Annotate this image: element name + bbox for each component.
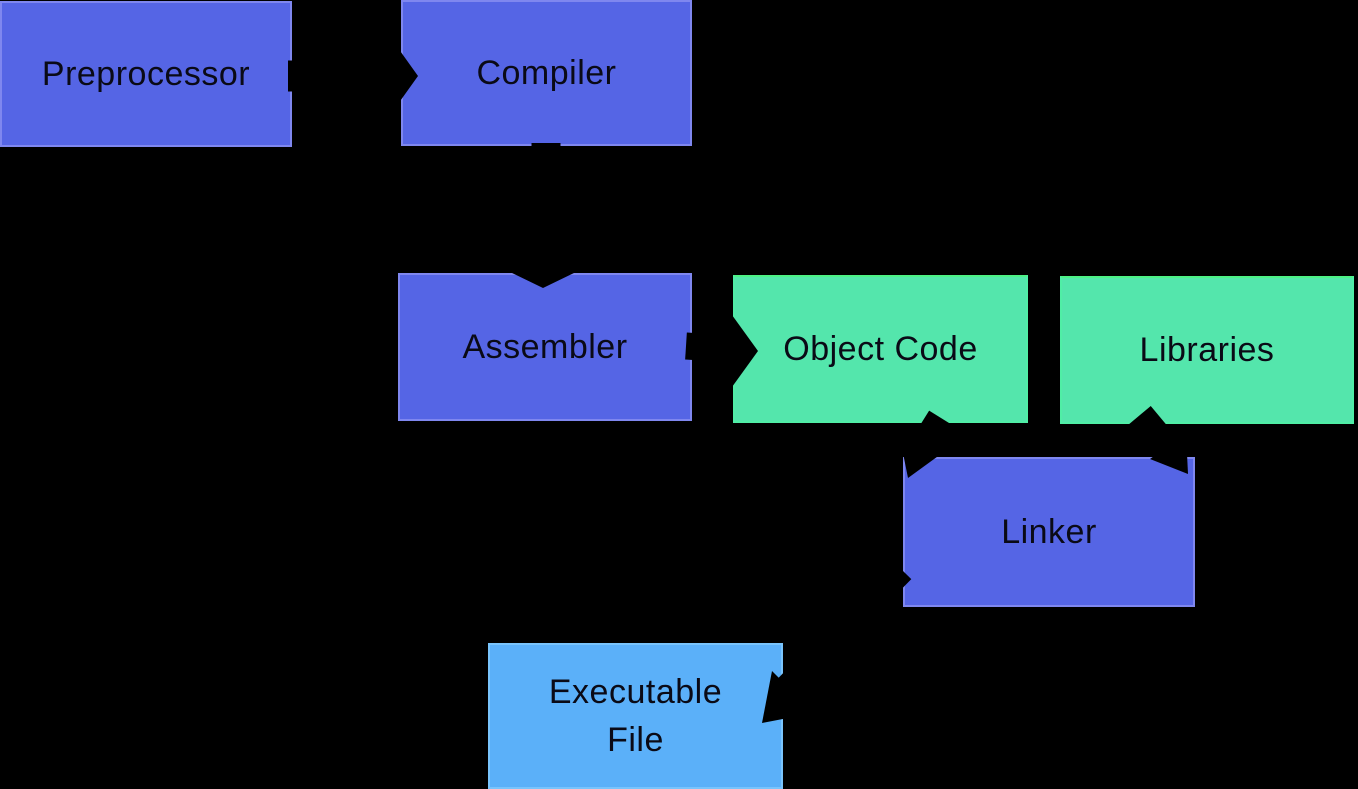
node-compiler: Compiler	[401, 0, 692, 146]
node-executable-file-label: Executable File	[548, 673, 723, 759]
node-object-code-label: Object Code	[783, 330, 978, 368]
node-object-code: Object Code	[733, 275, 1028, 423]
node-preprocessor-label: Preprocessor	[41, 55, 251, 93]
arrow-linker-to-executable-file	[762, 560, 912, 723]
node-assembler: Assembler	[398, 273, 692, 421]
arrow-compiler-to-assembler	[510, 143, 576, 288]
node-libraries: Libraries	[1060, 276, 1354, 424]
node-executable-file: Executable File	[488, 643, 783, 789]
node-compiler-label: Compiler	[476, 54, 617, 92]
node-libraries-label: Libraries	[1139, 331, 1275, 369]
node-preprocessor: Preprocessor	[0, 1, 292, 147]
node-assembler-label: Assembler	[462, 328, 628, 366]
node-linker-label: Linker	[1001, 513, 1097, 551]
arrow-preprocessor-to-compiler	[288, 48, 418, 104]
node-linker: Linker	[903, 457, 1195, 607]
